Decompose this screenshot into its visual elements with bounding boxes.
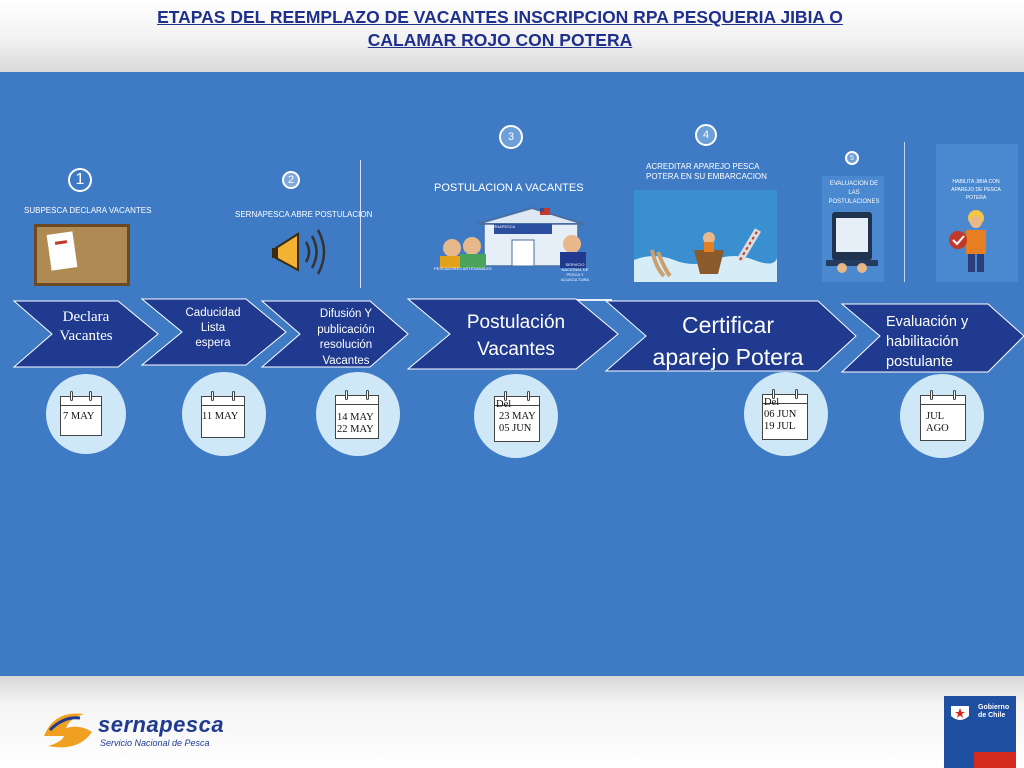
arrow-4 [406, 298, 619, 370]
arrow-3 [260, 300, 409, 368]
fishing-boat-illustration [634, 190, 777, 282]
calendar-icon [60, 391, 102, 436]
step-2-number: 2 [282, 171, 300, 189]
building-sign: SERNAPESCA [488, 224, 516, 229]
page-title: ETAPAS DEL REEMPLAZO DE VACANTES INSCRIP… [60, 6, 940, 52]
divider [904, 142, 905, 282]
arrow-2 [140, 298, 287, 366]
footer-bar [0, 676, 1024, 768]
corkboard-icon [34, 224, 130, 286]
laptop-evaluation-icon [826, 212, 878, 273]
step-5-number: 5 [845, 151, 859, 165]
step-3-right-caption: SERVICIO NACIONAL DE PESCA Y ACUICULTURA [560, 262, 590, 282]
step-4-number: 4 [695, 124, 717, 146]
date-4: Del 23 MAY 05 JUN [496, 399, 536, 434]
step-2-label: SERNAPESCA ABRE POSTULACION [235, 210, 373, 219]
step-6-label: HABILITA JIBIA CON APAREJO DE PESCA POTE… [951, 179, 1001, 201]
calendar-icon [494, 391, 540, 442]
fisher-checkmark-icon [949, 210, 986, 272]
calendar-icon [335, 390, 379, 439]
step-1-number: 1 [68, 168, 92, 192]
sernapesca-fish-logo-icon [44, 713, 92, 748]
calendar-icon [201, 391, 245, 438]
arrow-1 [12, 300, 159, 368]
step-1-label: SUBPESCA DECLARA VACANTES [24, 206, 152, 215]
title-line-1: ETAPAS DEL REEMPLAZO DE VACANTES INSCRIP… [157, 7, 843, 27]
arrow-5 [604, 300, 857, 372]
calendar-icon [920, 390, 966, 441]
step-3-label: POSTULACION A VACANTES [434, 182, 584, 194]
title-line-2: CALAMAR ROJO CON POTERA [367, 30, 633, 50]
arrow-6 [840, 303, 1024, 373]
step-5-label: EVALUACION DE LAS POSTULACIONES [828, 181, 880, 205]
date-2: 11 MAY [202, 411, 239, 422]
megaphone-icon [272, 229, 326, 275]
date-1: 7 MAY [63, 411, 95, 422]
sernapesca-logo-text: sernapesca [98, 712, 225, 737]
divider [360, 160, 361, 288]
calendar-icon [762, 389, 808, 440]
step-4-label: ACREDITAR APAREJO PESCA POTERA EN SU EMB… [646, 162, 767, 181]
sernapesca-logo-subtitle: Servicio Nacional de Pesca [100, 738, 210, 748]
header-bar: ETAPAS DEL REEMPLAZO DE VACANTES INSCRIP… [0, 0, 1024, 72]
step-3-number: 3 [499, 125, 523, 149]
chile-coat-of-arms-icon [951, 706, 969, 720]
step-3-left-caption: PESCADORES ARTESANALES [434, 266, 492, 271]
office-building-icon [440, 206, 586, 268]
timeline-arrows [12, 298, 1024, 373]
